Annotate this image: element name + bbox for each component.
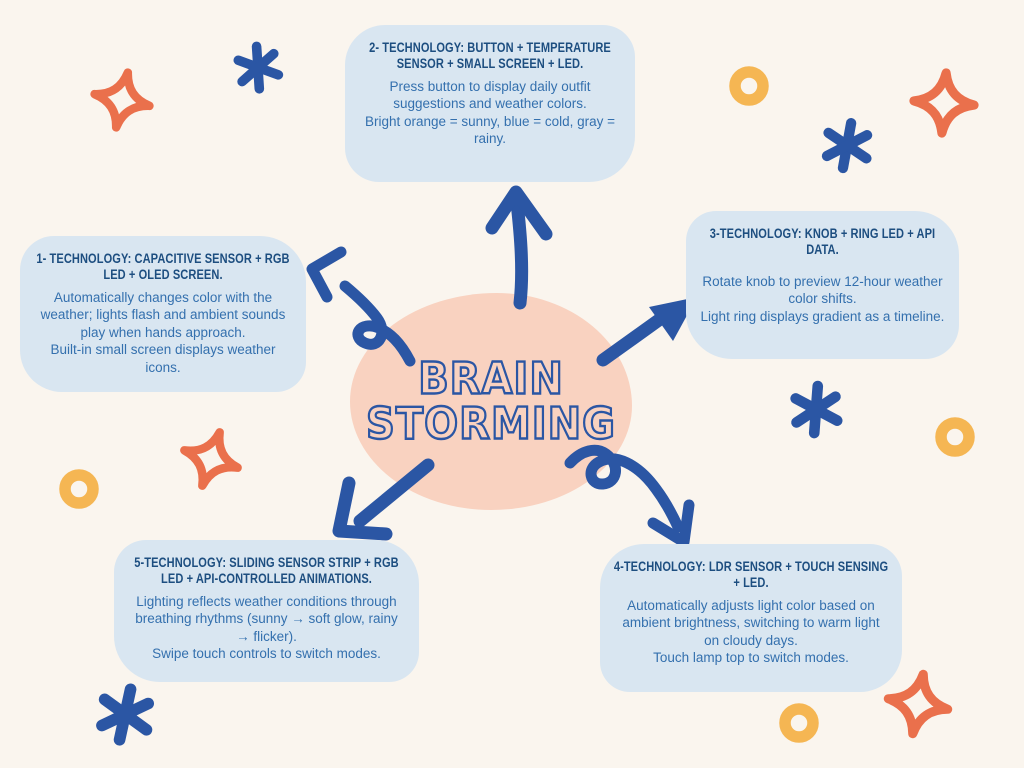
asterisk-icon <box>821 118 873 174</box>
node-2-title: 2- TECHNOLOGY: BUTTON + TEMPERATURE SENS… <box>369 40 611 71</box>
node-box-3[interactable]: 3-TECHNOLOGY: KNOB + RING LED + API DATA… <box>686 211 959 359</box>
node-3-body: Rotate knob to preview 12-hour weather c… <box>700 273 945 324</box>
node-5-title: 5-TECHNOLOGY: SLIDING SENSOR STRIP + RGB… <box>134 555 399 586</box>
center-topic-title: BRAIN STORMING <box>365 353 616 450</box>
sparkle-icon <box>180 428 242 490</box>
node-4-body: Automatically adjusts light color based … <box>622 597 880 666</box>
arrow-to-node-3 <box>596 297 697 367</box>
node-box-2[interactable]: 2- TECHNOLOGY: BUTTON + TEMPERATURE SENS… <box>345 25 635 182</box>
node-box-5[interactable]: 5-TECHNOLOGY: SLIDING SENSOR STRIP + RGB… <box>114 540 419 682</box>
donut-icon <box>729 66 769 106</box>
donut-icon <box>935 417 975 457</box>
donut-icon <box>59 469 99 509</box>
asterisk-icon <box>96 683 155 746</box>
asterisk-icon <box>233 41 284 94</box>
donut-icon <box>779 703 819 743</box>
node-1-body: Automatically changes color with the wea… <box>40 289 286 376</box>
node-3-title: 3-TECHNOLOGY: KNOB + RING LED + API DATA… <box>709 226 936 257</box>
node-box-4[interactable]: 4-TECHNOLOGY: LDR SENSOR + TOUCH SENSING… <box>600 544 902 692</box>
asterisk-icon <box>790 380 843 439</box>
center-topic-blob[interactable]: BRAIN STORMING <box>350 293 632 510</box>
sparkle-icon <box>883 669 953 739</box>
sparkle-icon <box>90 68 154 132</box>
arrow-to-node-2 <box>485 185 553 310</box>
sparkle-icon <box>909 68 979 138</box>
node-4-title: 4-TECHNOLOGY: LDR SENSOR + TOUCH SENSING… <box>613 559 889 590</box>
node-box-1[interactable]: 1- TECHNOLOGY: CAPACITIVE SENSOR + RGB L… <box>20 236 306 392</box>
node-1-title: 1- TECHNOLOGY: CAPACITIVE SENSOR + RGB L… <box>36 251 290 282</box>
node-2-body: Press button to display daily outfit sug… <box>364 78 616 147</box>
node-5-body: Lighting reflects weather conditions thr… <box>135 593 398 662</box>
